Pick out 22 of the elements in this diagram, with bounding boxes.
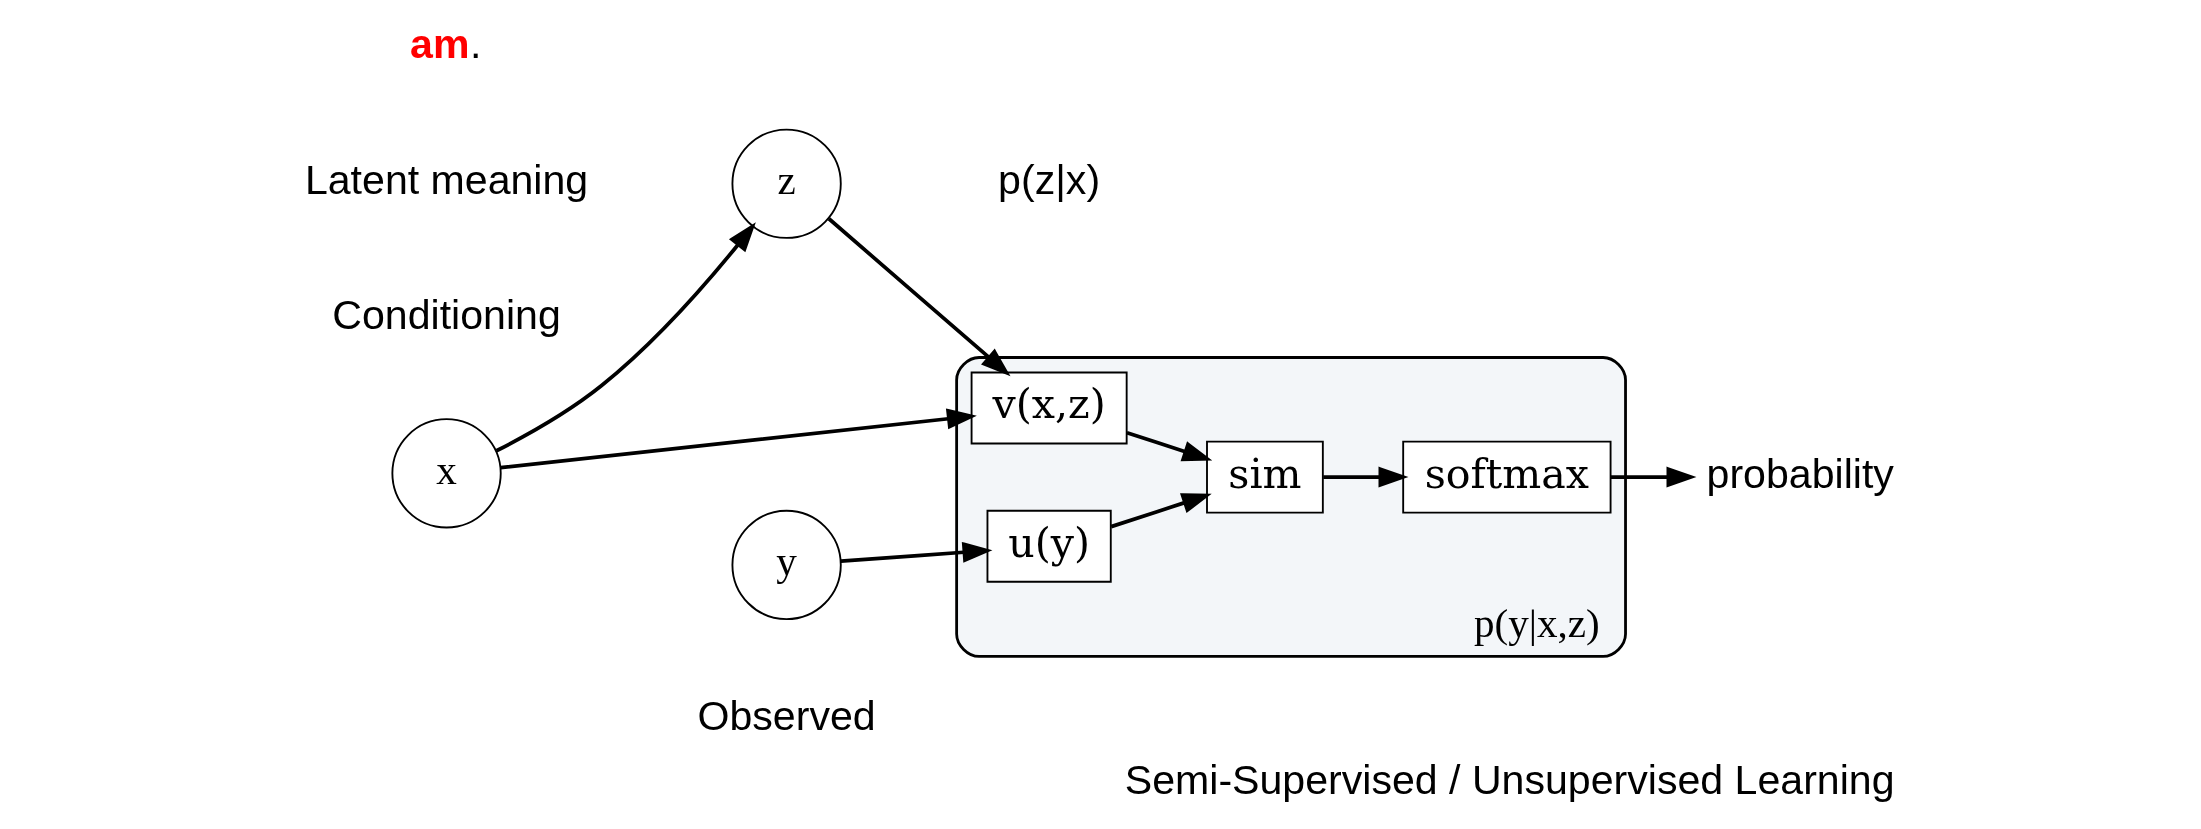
- node-label: Latent meaning: [304, 157, 589, 204]
- arrow: [495, 222, 756, 453]
- node-circle: y: [731, 509, 842, 621]
- node-box: v(x,z): [970, 371, 1128, 445]
- caption: Semi-Supervised / Unsupervised Learning: [1124, 756, 1895, 803]
- node-box: u(y): [986, 509, 1112, 583]
- node-box: sim: [1206, 440, 1324, 514]
- node-label: Conditioning: [332, 291, 561, 338]
- arrow: [1126, 430, 1213, 462]
- node-circle: z: [731, 128, 842, 239]
- node-circle: x: [391, 418, 502, 529]
- arrow: [500, 408, 977, 470]
- node-label: p(z|x): [998, 157, 1101, 204]
- arrow: [1323, 466, 1409, 488]
- arrow: [827, 217, 1011, 377]
- node-box: softmax: [1402, 440, 1612, 514]
- node-text: probability: [1706, 450, 1894, 497]
- arrow: [1610, 466, 1697, 488]
- node-label: Observed: [697, 693, 876, 740]
- label: am.: [410, 20, 482, 67]
- arrow: [840, 541, 993, 563]
- arrow: [1110, 493, 1212, 529]
